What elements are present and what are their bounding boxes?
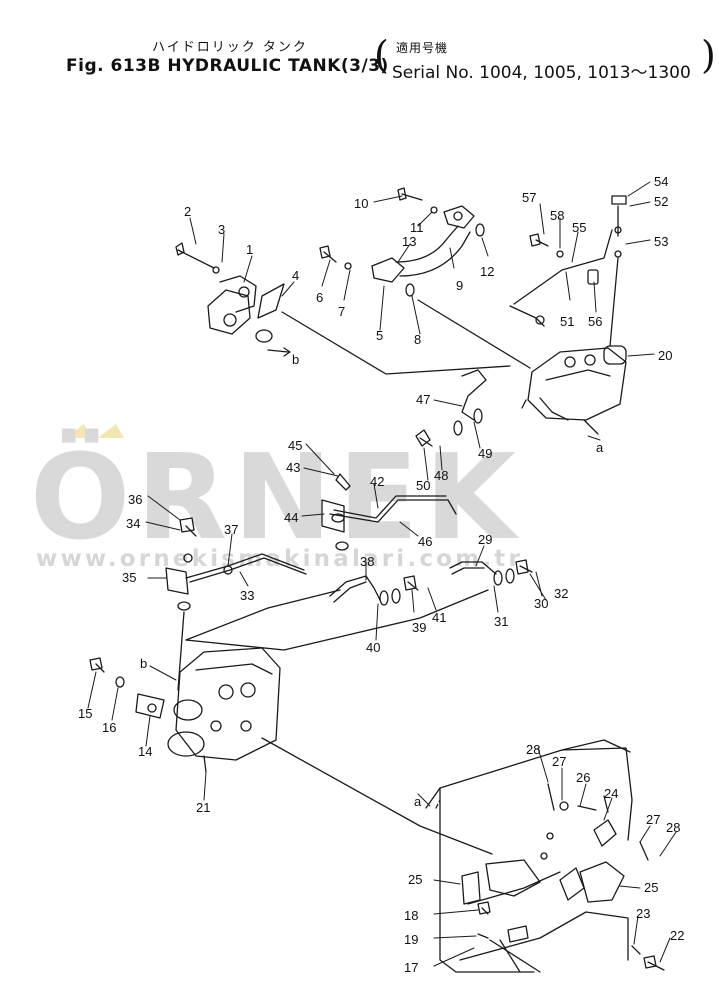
part-label-56: 56 — [588, 314, 602, 329]
ref-letter-b-upper: b — [292, 352, 299, 367]
part-label-12: 12 — [480, 264, 494, 279]
part-label-37: 37 — [224, 522, 238, 537]
leader-line — [261, 737, 493, 855]
part-label-4: 4 — [292, 268, 299, 283]
part-label-6: 6 — [316, 290, 323, 305]
filter-assembly — [175, 242, 291, 357]
leader-line — [281, 311, 511, 375]
part-label-36: 36 — [128, 492, 142, 507]
part-label-26: 26 — [576, 770, 590, 785]
part-label-44: 44 — [284, 510, 298, 525]
part-label-35: 35 — [122, 570, 136, 585]
part-label-27b: 27 — [646, 812, 660, 827]
part-label-27a: 27 — [552, 754, 566, 769]
part-label-53: 53 — [654, 234, 668, 249]
part-label-1: 1 — [246, 242, 253, 257]
part-label-9: 9 — [456, 278, 463, 293]
part-label-2: 2 — [184, 204, 191, 219]
part-number-labels: 1 2 3 4 5 6 7 8 9 10 11 12 13 14 15 16 1… — [78, 174, 684, 975]
part-label-41: 41 — [432, 610, 446, 625]
part-label-25a: 25 — [408, 872, 422, 887]
part-label-54: 54 — [654, 174, 668, 189]
part-label-52: 52 — [654, 194, 668, 209]
part-label-28a: 28 — [526, 742, 540, 757]
part-label-5: 5 — [376, 328, 383, 343]
pipe-assembly-middle — [165, 369, 487, 611]
part-label-46: 46 — [418, 534, 432, 549]
part-label-18: 18 — [404, 908, 418, 923]
figure-title: Fig. 613B HYDRAULIC TANK(3/3) — [66, 56, 389, 76]
part-label-16: 16 — [102, 720, 116, 735]
part-label-14: 14 — [138, 744, 152, 759]
part-label-20: 20 — [658, 348, 672, 363]
pipe-assembly-top — [319, 187, 485, 297]
open-paren: ( — [374, 33, 389, 77]
close-paren: ) — [701, 33, 716, 77]
serial-range: Serial No. 1004, 1005, 1013～1300 — [392, 63, 691, 83]
part-label-21: 21 — [196, 800, 210, 815]
part-label-3: 3 — [218, 222, 225, 237]
bracket-14 — [89, 657, 165, 719]
part-label-57: 57 — [522, 190, 536, 205]
part-label-55: 55 — [572, 220, 586, 235]
leader-line — [185, 589, 341, 641]
watermark-accent-icon — [66, 424, 124, 438]
part-label-38: 38 — [360, 554, 374, 569]
part-label-22: 22 — [670, 928, 684, 943]
part-label-32: 32 — [554, 586, 568, 601]
part-label-8: 8 — [414, 332, 421, 347]
part-label-24: 24 — [604, 786, 618, 801]
part-label-42: 42 — [370, 474, 384, 489]
figure-header: ハイドロリック タンク Fig. 613B HYDRAULIC TANK(3/3… — [0, 0, 719, 90]
part-label-17: 17 — [404, 960, 418, 975]
valve-block-lower — [167, 647, 281, 773]
valve-block-upper — [521, 345, 627, 435]
part-label-10: 10 — [354, 196, 368, 211]
part-label-51: 51 — [560, 314, 574, 329]
part-label-33: 33 — [240, 588, 254, 603]
ref-letter-a-upper: a — [596, 440, 604, 455]
part-label-34: 34 — [126, 516, 140, 531]
part-label-43: 43 — [286, 460, 300, 475]
watermark: ÖRNEK www.ornekismakinalari.com.tr — [30, 424, 523, 572]
watermark-logo: ÖRNEK — [30, 428, 522, 566]
part-label-11: 11 — [410, 220, 424, 235]
part-label-23: 23 — [636, 906, 650, 921]
part-label-7: 7 — [338, 304, 345, 319]
tank-frame — [425, 739, 665, 973]
part-label-28b: 28 — [666, 820, 680, 835]
part-label-45: 45 — [288, 438, 302, 453]
part-label-29: 29 — [478, 532, 492, 547]
part-label-13: 13 — [402, 234, 416, 249]
part-label-58: 58 — [550, 208, 564, 223]
part-label-48: 48 — [434, 468, 448, 483]
japanese-title: ハイドロリック タンク — [152, 40, 308, 55]
part-label-19: 19 — [404, 932, 418, 947]
hose-assembly-51 — [509, 195, 627, 347]
part-label-31: 31 — [494, 614, 508, 629]
ref-letter-b-lower: b — [140, 656, 147, 671]
leader-line — [177, 611, 185, 691]
part-label-40: 40 — [366, 640, 380, 655]
part-label-47: 47 — [416, 392, 430, 407]
part-label-15: 15 — [78, 706, 92, 721]
ref-letter-a-lower: a — [414, 794, 422, 809]
part-label-39: 39 — [412, 620, 426, 635]
part-label-50: 50 — [416, 478, 430, 493]
part-label-49: 49 — [478, 446, 492, 461]
leader-line — [185, 589, 489, 651]
leader-line — [417, 299, 531, 369]
label-leaders — [87, 181, 677, 967]
applicability-label: 適用号機 — [396, 41, 449, 55]
part-label-25b: 25 — [644, 880, 658, 895]
watermark-url: www.ornekismakinalari.com.tr — [36, 546, 523, 572]
part-label-30: 30 — [534, 596, 548, 611]
